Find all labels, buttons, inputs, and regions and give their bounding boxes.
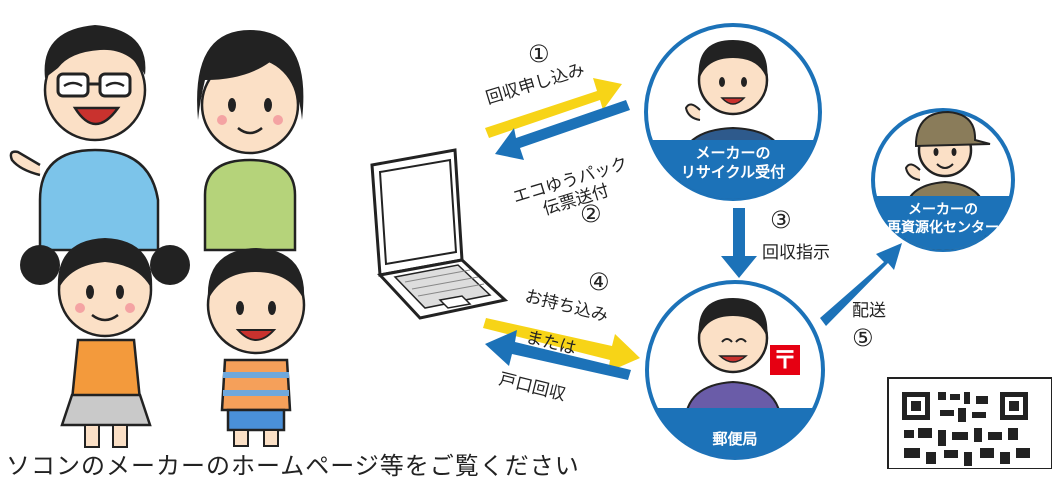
maker-reception-node: メーカーの リサイクル受付 xyxy=(644,23,822,201)
post-office-node: 〒 郵便局 xyxy=(645,280,825,460)
arrow-step4 xyxy=(483,318,640,372)
footer-note: ソコンのメーカーのホームページ等をご覧ください xyxy=(6,452,580,480)
arrow-step2 xyxy=(495,100,630,160)
recycling-center-node: メーカーの 再資源化センター xyxy=(871,108,1015,252)
arrow-step1 xyxy=(485,78,622,138)
step1-number: ① xyxy=(528,40,550,68)
step4-number: ④ xyxy=(588,268,610,296)
post-mark-icon: 〒 xyxy=(773,346,797,374)
girl-figure xyxy=(20,238,190,448)
mother-figure xyxy=(197,30,304,252)
step3-label: 回収指示 xyxy=(762,243,830,263)
recycling-center-line2: 再資源化センター xyxy=(887,219,999,236)
step5-label: 配送 xyxy=(852,301,886,321)
doorstep-label: 戸口回収 xyxy=(497,369,568,405)
laptop-icon xyxy=(370,148,509,320)
step5-number: ⑤ xyxy=(852,324,874,352)
step2-number: ② xyxy=(580,200,602,228)
maker-reception-line2: リサイクル受付 xyxy=(681,163,785,181)
recycling-center-line1: メーカーの xyxy=(908,202,978,218)
father-figure xyxy=(9,25,160,252)
arrow-step5 xyxy=(820,243,902,326)
family-illustration xyxy=(9,25,306,448)
recycling-flow-diagram: ① 回収申し込み エコゆうパック 伝票送付 ② ③ 回収指示 ④ お持ち込み ま… xyxy=(9,23,1052,469)
maker-reception-line1: メーカーの xyxy=(695,144,770,162)
post-office-label: 郵便局 xyxy=(712,430,757,448)
arrow-doorstep xyxy=(485,330,631,380)
qr-code xyxy=(887,377,1052,469)
post-mark-badge xyxy=(770,345,800,375)
boy-figure xyxy=(206,248,306,447)
arrow-step3 xyxy=(721,208,757,278)
step3-number: ③ xyxy=(770,206,792,234)
